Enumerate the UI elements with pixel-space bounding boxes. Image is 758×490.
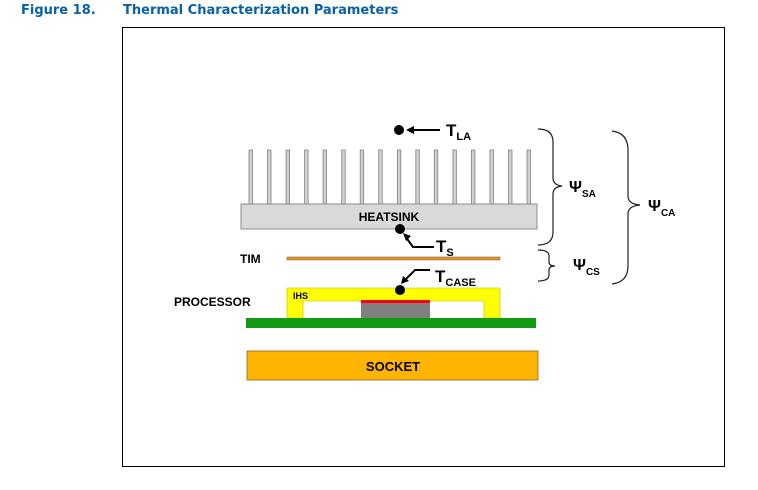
heatsink-fin <box>433 149 439 205</box>
t-case-point <box>395 285 405 295</box>
processor-label: PROCESSOR <box>174 295 251 309</box>
socket-label: SOCKET <box>366 359 420 374</box>
heatsink-fin <box>452 149 457 205</box>
heatsink-fin <box>267 149 272 205</box>
heatsink-fins <box>248 149 531 205</box>
t-la-arrowhead <box>406 126 414 134</box>
brace-sa <box>537 128 563 246</box>
die <box>361 303 430 318</box>
t-case-arrowhead <box>401 276 409 284</box>
t-s-label: TS <box>436 237 454 259</box>
heatsink-fin <box>304 149 309 205</box>
t-case-label: TCASE <box>435 267 476 289</box>
heatsink-fin <box>526 149 531 205</box>
t-la-point <box>394 125 404 135</box>
brace-ca <box>611 130 641 285</box>
psi-cs-label: ΨCS <box>573 257 600 278</box>
brace-cs <box>537 249 556 282</box>
heatsink-fin <box>470 149 476 205</box>
heatsink-fin <box>285 149 291 205</box>
psi-ca-label: ΨCA <box>648 198 675 219</box>
heatsink-fin <box>415 149 420 205</box>
heatsink-fin <box>359 149 365 205</box>
heatsink-fin <box>248 149 253 205</box>
heatsink-fin <box>508 149 513 205</box>
heatsink-fin <box>489 149 494 205</box>
figure-frame <box>122 27 725 467</box>
heatsink-fin <box>341 149 346 205</box>
figure-title: Thermal Characterization Parameters <box>123 3 399 18</box>
t-case-arrow <box>404 269 430 281</box>
substrate <box>246 318 536 328</box>
tim-layer <box>286 256 501 261</box>
ihs-label: IHS <box>293 291 308 301</box>
figure-number: Figure 18. <box>21 3 96 18</box>
t-la-label: TLA <box>446 121 471 143</box>
tim-label: TIM <box>240 252 261 266</box>
heatsink-base <box>240 203 538 230</box>
heatsink-fin <box>378 149 383 205</box>
psi-sa-label: ΨSA <box>569 179 596 200</box>
heatsink-label: HEATSINK <box>359 210 420 224</box>
die-top <box>361 300 430 303</box>
t-s-point <box>395 224 405 234</box>
heatsink-fin <box>322 149 328 205</box>
socket <box>246 350 539 381</box>
t-s-arrowhead <box>403 233 411 241</box>
t-s-arrow <box>404 235 434 248</box>
heatsink-fin <box>396 149 402 205</box>
